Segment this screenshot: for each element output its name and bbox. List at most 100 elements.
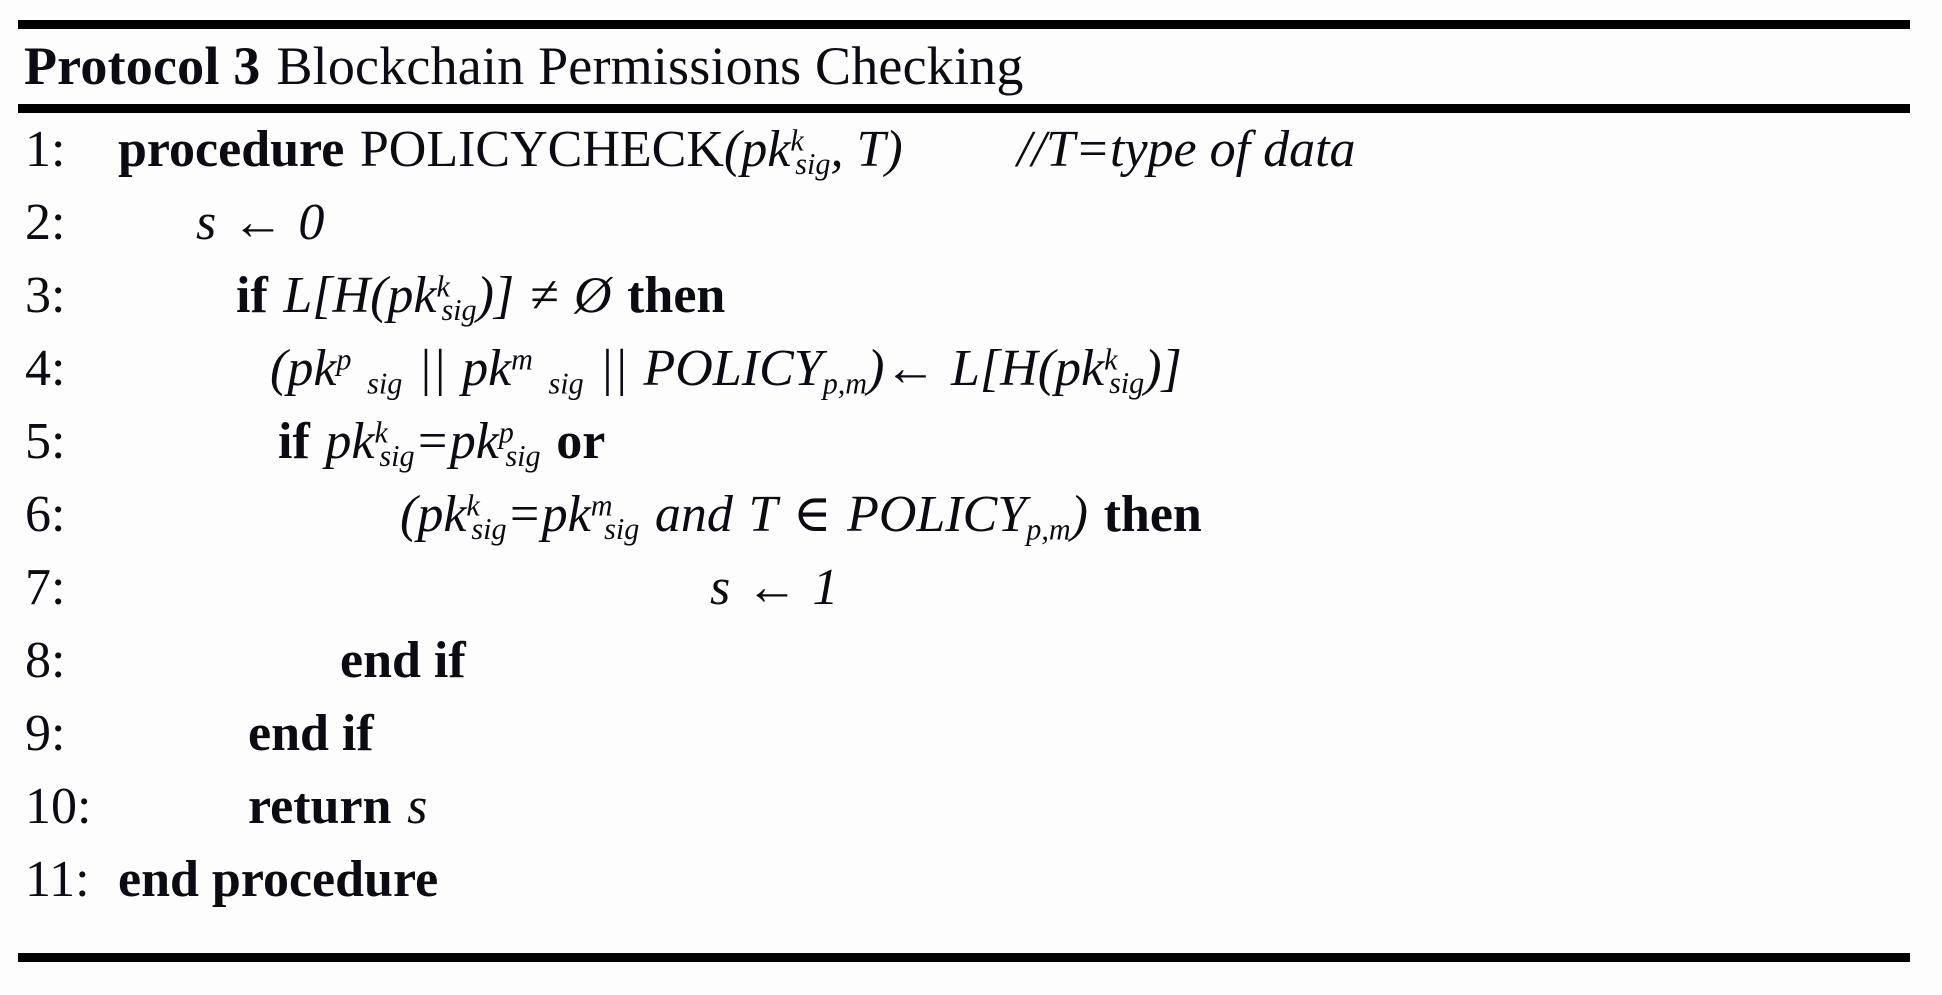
policy-base: POLICY	[847, 486, 1027, 543]
arg-separator: ,	[830, 121, 857, 178]
tuple-open: (	[270, 340, 288, 397]
kw-end-if: end if	[340, 632, 466, 689]
equals-operator: =	[414, 413, 450, 470]
kw-end-if: end if	[248, 705, 374, 762]
assign-value: 0	[298, 194, 325, 251]
kw-if: if	[278, 413, 310, 470]
algorithm-line-7: 7: s←1	[0, 551, 1942, 624]
line-comment: //T=type of data	[1017, 121, 1356, 178]
algorithm-line-9: 9: end if	[0, 697, 1942, 770]
line-number-11: 11:	[25, 851, 90, 908]
rhs-key-subscript: sig	[1109, 366, 1145, 401]
line-number-7: 7:	[25, 559, 66, 616]
key2-superscript: m	[511, 342, 533, 377]
and-operator: and	[654, 486, 733, 543]
algorithm-line-8: 8: end if	[0, 624, 1942, 697]
assign-value: 1	[812, 559, 839, 616]
algorithm-caption: Protocol 3 Blockchain Permissions Checki…	[24, 29, 1904, 103]
algorithm-top-rule	[18, 20, 1910, 29]
rhs-key-base: pk	[1055, 340, 1105, 397]
line-number-6: 6:	[25, 486, 66, 543]
tuple-close: )	[867, 340, 885, 397]
element-of-icon: ∈	[793, 486, 832, 543]
rhs-key-subscript: sig	[604, 512, 640, 547]
not-equal-icon: ≠	[529, 267, 559, 324]
concat-operator-1: ||	[417, 340, 447, 397]
policy-subscript: p,m	[822, 366, 868, 401]
algorithm-line-11: 11: end procedure	[0, 843, 1942, 916]
key1-subscript: sig	[367, 366, 403, 401]
lhs-key-base: pk	[417, 486, 467, 543]
kw-procedure: procedure	[118, 121, 345, 178]
line-number-10: 10:	[25, 778, 92, 835]
algorithm-line-4: 4: (pkpsig||pkmsig||POLICYp,m)←L[H(pkksi…	[0, 332, 1942, 405]
paren-close: )	[885, 121, 903, 178]
caption-label: Protocol 3	[24, 36, 261, 96]
key-subscript: sig	[441, 293, 477, 328]
key1-superscript: p	[336, 342, 352, 377]
left-arrow-icon: ←	[745, 559, 798, 616]
line-content-7: s←1	[710, 551, 838, 624]
left-arrow-icon: ←	[231, 194, 284, 251]
line-number-5: 5:	[25, 413, 66, 470]
lhs-key-superscript: k	[466, 488, 480, 523]
algorithm-bottom-rule	[18, 953, 1910, 962]
arg1-subscript: sig	[795, 147, 831, 182]
lookup-list: L[H(	[283, 267, 388, 324]
kw-then: then	[1103, 486, 1202, 543]
cond-close: )	[1070, 486, 1088, 543]
rhs-lookup-closers: )]	[1144, 340, 1182, 397]
key-superscript: k	[436, 269, 450, 304]
rhs-lookup-list: L[H(	[950, 340, 1056, 397]
key2-subscript: sig	[548, 366, 584, 401]
kw-end-procedure: end procedure	[118, 851, 439, 908]
rhs-key-base: pk	[449, 413, 499, 470]
proc-name: POLICYCHECK	[359, 121, 724, 178]
policy-subscript: p,m	[1026, 512, 1071, 547]
kw-then: then	[627, 267, 726, 324]
lhs-key-subscript: sig	[471, 512, 507, 547]
policy-base: POLICY	[643, 340, 823, 397]
arg1-base: pk	[741, 121, 791, 178]
key1-base: pk	[287, 340, 337, 397]
key-base: pk	[387, 267, 437, 324]
return-var: s	[407, 778, 428, 835]
line-number-9: 9:	[25, 705, 66, 762]
line-number-8: 8:	[25, 632, 66, 689]
line-number-1: 1:	[25, 121, 66, 178]
kw-if: if	[236, 267, 268, 324]
assign-var: s	[196, 194, 217, 251]
algorithm-line-2: 2: s←0	[0, 186, 1942, 259]
equals-operator: =	[506, 486, 542, 543]
algorithm-header-rule	[18, 104, 1910, 113]
lhs-key-superscript: k	[374, 415, 388, 450]
caption-title: Blockchain Permissions Checking	[276, 36, 1024, 96]
rhs-key-base: pk	[541, 486, 591, 543]
lhs-key-subscript: sig	[379, 439, 415, 474]
arg1-superscript: k	[790, 123, 804, 158]
lookup-closers: )]	[476, 267, 515, 324]
cond-open: (	[400, 486, 418, 543]
rhs-key-subscript: sig	[505, 439, 541, 474]
rhs-key-superscript: m	[590, 488, 613, 523]
type-var: T	[748, 486, 778, 543]
line-number-3: 3:	[25, 267, 66, 324]
line-content-11: end procedure	[118, 843, 438, 916]
empty-set-icon: Ø	[573, 267, 612, 324]
line-number-2: 2:	[25, 194, 66, 251]
lhs-key-base: pk	[325, 413, 375, 470]
assign-var: s	[710, 559, 731, 616]
paren-open: (	[723, 121, 742, 178]
